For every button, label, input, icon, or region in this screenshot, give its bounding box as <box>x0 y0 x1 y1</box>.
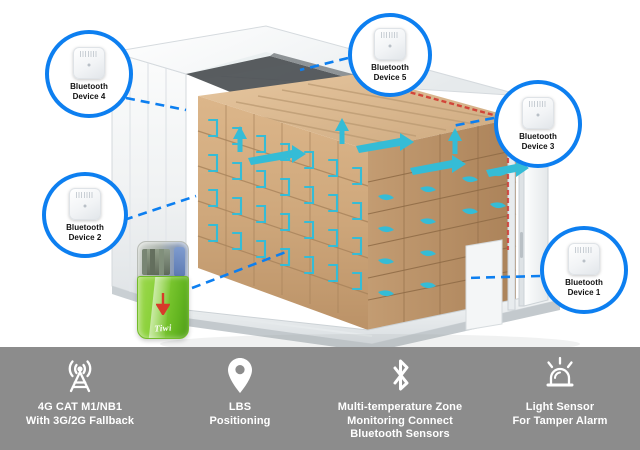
tracker-arrow-icon <box>155 293 171 320</box>
sensor-vents <box>381 32 399 38</box>
connector-device-1 <box>465 274 541 280</box>
cell-tower-icon <box>58 355 102 397</box>
bluetooth-sensor-icon <box>568 243 600 275</box>
tracker-logo: Tiwi <box>153 322 173 334</box>
bluetooth-icon <box>386 355 414 397</box>
feature-positioning: LBS Positioning <box>160 355 320 428</box>
tracker-body: Tiwi <box>137 276 189 339</box>
sensor-vents <box>529 101 547 107</box>
feature-label: LBS Positioning <box>209 401 271 427</box>
callout-label: Bluetooth Device 3 <box>519 132 557 151</box>
carton-airflow-markers-left <box>207 118 363 291</box>
gps-tracker-device[interactable]: Tiwi <box>137 241 189 339</box>
connector-device-5 <box>299 56 349 72</box>
bluetooth-sensor-icon <box>522 97 554 129</box>
callout-bluetooth-device-3[interactable]: Bluetooth Device 3 <box>494 80 582 168</box>
bluetooth-sensor-icon <box>73 47 105 79</box>
sensor-led <box>83 204 87 207</box>
callout-label: Bluetooth Device 5 <box>371 63 409 82</box>
feature-bluetooth-sensors: Multi-temperature Zone Monitoring Connec… <box>320 355 480 442</box>
callout-connectors <box>123 56 541 290</box>
tracker-internals <box>142 249 170 275</box>
connector-device-4 <box>125 96 187 112</box>
sensor-led <box>582 259 586 262</box>
bluetooth-sensor-icon <box>69 188 101 220</box>
feature-label: Light Sensor For Tamper Alarm <box>512 401 608 427</box>
sensor-vents <box>575 247 593 253</box>
feature-label: Multi-temperature Zone Monitoring Connec… <box>337 401 463 440</box>
map-pin-icon <box>225 355 255 397</box>
connector-device-2 <box>123 194 197 222</box>
feature-label: 4G CAT M1/NB1 With 3G/2G Fallback <box>25 401 135 427</box>
callout-bluetooth-device-5[interactable]: Bluetooth Device 5 <box>348 13 432 97</box>
tracker-transparent-cover <box>137 241 189 279</box>
feature-bar: 4G CAT M1/NB1 With 3G/2G Fallback LBS Po… <box>0 347 640 450</box>
tracker-battery <box>174 247 185 277</box>
callout-bluetooth-device-2[interactable]: Bluetooth Device 2 <box>42 172 128 258</box>
feature-light-sensor: Light Sensor For Tamper Alarm <box>480 355 640 428</box>
connector-device-3 <box>451 116 495 128</box>
sensor-led <box>87 63 91 66</box>
connector-tracker <box>191 250 287 290</box>
callout-label: Bluetooth Device 2 <box>66 223 104 242</box>
container-illustration: Tiwi Bluetooth Device 4 Bluetooth Device… <box>42 13 628 352</box>
carton-airflow-markers-rear <box>378 170 506 297</box>
sensor-vents <box>76 192 94 198</box>
sensor-vents <box>80 51 98 57</box>
sensor-led <box>388 44 392 47</box>
sensor-led <box>536 113 540 116</box>
feature-cellular: 4G CAT M1/NB1 With 3G/2G Fallback <box>0 355 160 428</box>
container-scene-svg <box>111 25 580 352</box>
callout-label: Bluetooth Device 1 <box>565 278 603 297</box>
callout-bluetooth-device-4[interactable]: Bluetooth Device 4 <box>45 30 133 118</box>
callout-bluetooth-device-1[interactable]: Bluetooth Device 1 <box>540 226 628 314</box>
callout-label: Bluetooth Device 4 <box>70 82 108 101</box>
alarm-beacon-icon <box>538 355 582 397</box>
bluetooth-sensor-icon <box>374 28 406 60</box>
